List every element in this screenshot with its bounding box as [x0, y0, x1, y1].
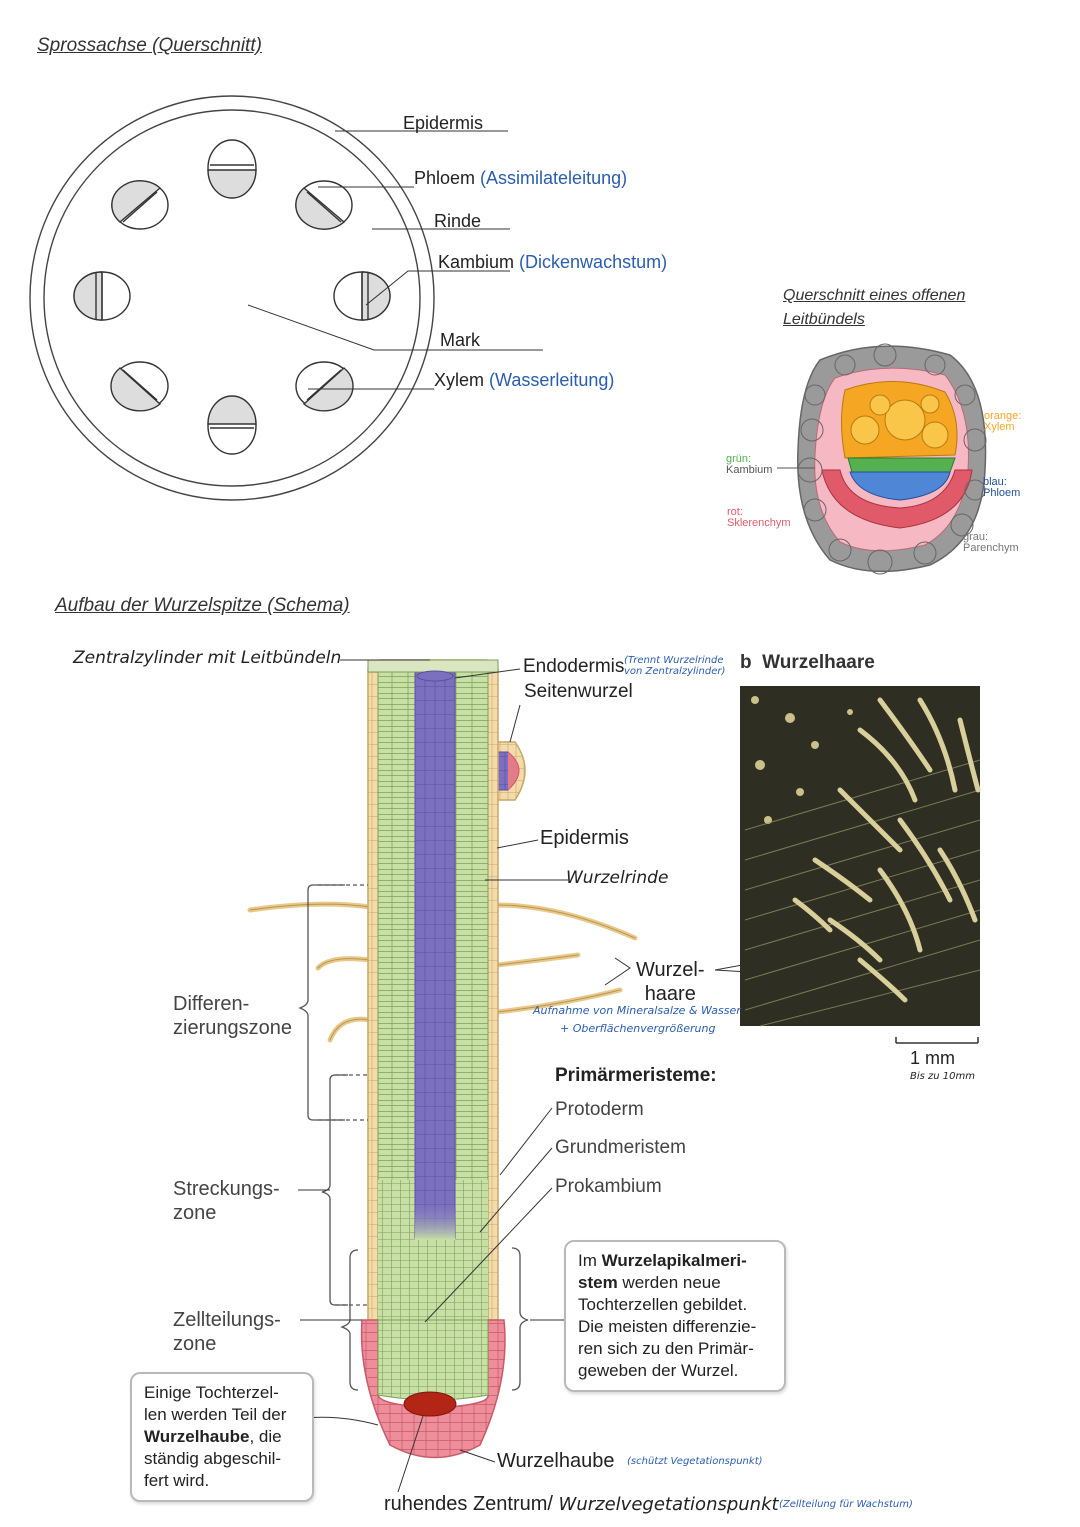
label-protoderm: Protoderm: [555, 1099, 644, 1120]
zone-brackets: [298, 884, 529, 1391]
stem-pointer-lines: [247, 130, 543, 390]
label-epidermis-root: Epidermis: [540, 827, 629, 849]
vascular-bundle: [333, 271, 391, 321]
stem-inner-circle: [43, 109, 421, 487]
label-zellteilungszone: Zellteilungs-zone: [173, 1309, 281, 1355]
stem-cross-section: [29, 95, 543, 501]
label-prokambium: Prokambium: [555, 1176, 662, 1197]
root-tip-illustration: [247, 659, 886, 1493]
vascular-bundle: [110, 361, 169, 412]
label-grundmeristem: Grundmeristem: [555, 1137, 686, 1158]
scale-label: 1 mm: [910, 1048, 955, 1068]
legend-grau: grau:Parenchym: [963, 531, 1019, 554]
vegetationspunkt-note: (Zellteilung für Wachstum): [779, 1499, 913, 1510]
label-mark: Mark: [440, 330, 480, 350]
stem-title: Sprossachse (Querschnitt): [37, 35, 262, 56]
wurzelhaube-note: (schützt Vegetationspunkt): [627, 1456, 763, 1467]
kambium-note: (Dickenwachstum): [519, 252, 668, 272]
label-wurzelhaube: Wurzelhaube: [497, 1450, 615, 1472]
haare-note-2: + Oberflächenvergrößerung: [560, 1022, 716, 1035]
label-endodermis: Endodermis: [523, 656, 625, 677]
label-phloem: Phloem (Assimilateleitung): [414, 168, 627, 189]
scale-note: Bis zu 10mm: [910, 1071, 975, 1082]
label-epidermis: Epidermis: [403, 113, 484, 133]
label-ruhendes-zentrum: ruhendes Zentrum/ Wurzelvegetationspunkt: [384, 1493, 779, 1515]
open-bundle-illustration: [777, 343, 987, 575]
xylem-vessels: [850, 394, 949, 449]
label-wurzelhaare: Wurzel-haare: [636, 959, 705, 1005]
stem-vascular-bundles: [73, 139, 391, 455]
apical-meristem-box: Im Wurzelapikalmeri-stem werden neue Toc…: [564, 1240, 786, 1392]
photo-title: b Wurzelhaare: [740, 652, 875, 673]
root-hair-photo: [740, 686, 981, 1044]
phloem-note: (Assimilateleitung): [480, 168, 628, 188]
legend-orange: orange:Xylem: [984, 410, 1022, 433]
label-wurzelrinde: Wurzelrinde: [566, 868, 669, 888]
kambium-text: Kambium: [438, 252, 515, 272]
vascular-bundle: [295, 180, 353, 230]
vascular-bundle: [207, 139, 257, 199]
label-xylem: Xylem (Wasserleitung): [434, 370, 614, 391]
label-seitenwurzel: Seitenwurzel: [524, 681, 633, 702]
haare-note-1: Aufnahme von Mineralsalze & Wasser: [533, 1004, 741, 1017]
label-kambium: Kambium (Dickenwachstum): [438, 252, 667, 273]
legend-blau: blau:Phloem: [983, 476, 1021, 499]
legend-rot: rot:Sklerenchym: [727, 506, 791, 529]
phloem-text: Phloem: [414, 168, 476, 188]
vascular-bundle: [207, 395, 257, 455]
label-rinde: Rinde: [434, 211, 482, 231]
label-streckungszone: Streckungs-zone: [173, 1178, 280, 1224]
vascular-bundle: [295, 361, 354, 412]
xylem-note: (Wasserleitung): [489, 370, 615, 390]
bundle-title-1: Querschnitt eines offenen: [783, 287, 966, 304]
label-differenzierungszone: Differen-zierungszone: [173, 993, 292, 1039]
bundle-title-2: Leitbündels: [783, 311, 865, 328]
label-zentralzylinder: Zentralzylinder mit Leitbündeln: [73, 648, 342, 668]
root-title: Aufbau der Wurzelspitze (Schema): [55, 595, 350, 616]
legend-gruen: grün:Kambium: [726, 453, 773, 476]
vascular-bundle: [111, 180, 169, 230]
quiescent-center: [403, 1391, 457, 1417]
vascular-bundle: [73, 271, 131, 321]
xylem-text: Xylem: [434, 370, 485, 390]
central-cylinder: [414, 667, 456, 1239]
label-primaermeristeme: Primärmeristeme:: [555, 1065, 717, 1086]
stem-outer-circle: [29, 95, 435, 501]
root-cap-box: Einige Tochterzel-len werden Teil der Wu…: [130, 1372, 314, 1502]
